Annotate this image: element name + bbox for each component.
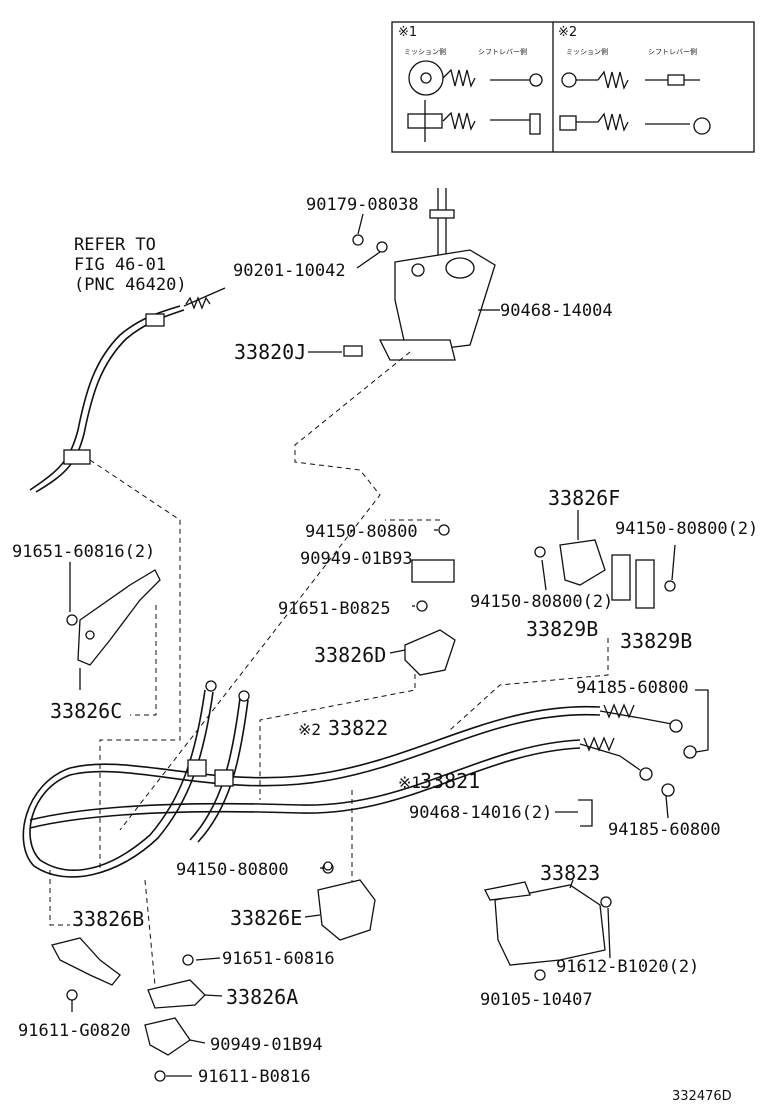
legend-box: ※1 ※2 ミッション側 シフトレバー側 ミッション側 シフトレバー側 bbox=[391, 21, 755, 153]
clip-90468-14016 bbox=[578, 799, 593, 827]
label-90468-14004: 90468-14004 bbox=[500, 301, 613, 321]
label-94150-80800-a: 94150-80800 bbox=[305, 522, 418, 542]
bracket-33823 bbox=[484, 881, 612, 981]
label-33826F: 33826F bbox=[548, 486, 620, 510]
legend-box2-col2: シフトレバー側 bbox=[648, 47, 697, 56]
label-33829B-a: 33829B bbox=[526, 617, 598, 641]
shift-lever-assembly bbox=[343, 188, 496, 361]
shift-cables bbox=[22, 680, 683, 878]
label-90179-08038: 90179-08038 bbox=[306, 195, 419, 215]
label-90468-14016-2: 90468-14016(2) bbox=[409, 803, 552, 823]
bracket-33826F bbox=[534, 539, 676, 609]
label-33826C: 33826C bbox=[50, 699, 122, 723]
legend-box1-sketches bbox=[407, 60, 543, 142]
label-33821-mark: ※1 bbox=[398, 773, 421, 792]
label-94150-80800-2-right: 94150-80800(2) bbox=[615, 519, 758, 539]
label-33822: 33822 bbox=[328, 716, 388, 740]
label-33820J: 33820J bbox=[234, 340, 306, 364]
label-91611-G0820: 91611-G0820 bbox=[18, 1021, 131, 1041]
parking-brake-cable bbox=[29, 287, 226, 493]
label-94185-60800-a: 94185-60800 bbox=[576, 678, 689, 698]
label-33821: 33821 bbox=[420, 769, 480, 793]
label-91612-B1020-2: 91612-B1020(2) bbox=[556, 957, 699, 977]
refer-note-line1: REFER TO bbox=[74, 235, 156, 255]
label-33826A: 33826A bbox=[226, 985, 298, 1009]
figure-code: 332476D bbox=[672, 1089, 732, 1104]
bracket-33826E bbox=[317, 862, 376, 941]
label-91611-B0816: 91611-B0816 bbox=[198, 1067, 311, 1087]
label-90201-10042: 90201-10042 bbox=[233, 261, 346, 281]
bracket-33826A bbox=[144, 954, 206, 1082]
bracket-33826C bbox=[66, 569, 161, 666]
legend-box1-col2: シフトレバー側 bbox=[478, 47, 527, 56]
bracket-33826D bbox=[404, 524, 456, 676]
label-94150-80800-2-mid: 94150-80800(2) bbox=[470, 592, 613, 612]
label-33829B-b: 33829B bbox=[620, 629, 692, 653]
legend-box2-sketches bbox=[559, 70, 711, 135]
legend-box2-col1: ミッション側 bbox=[566, 47, 608, 56]
nut-94185-60800 bbox=[661, 745, 697, 797]
label-33826E: 33826E bbox=[230, 906, 302, 930]
label-90949-01B93: 90949-01B93 bbox=[300, 549, 413, 569]
label-94185-60800-b: 94185-60800 bbox=[608, 820, 721, 840]
reference-lines bbox=[49, 351, 609, 986]
label-33826B: 33826B bbox=[72, 907, 144, 931]
refer-note-line3: (PNC 46420) bbox=[74, 275, 187, 295]
label-33822-mark: ※2 bbox=[298, 720, 321, 739]
label-33826D: 33826D bbox=[314, 643, 386, 667]
label-94150-80800-b: 94150-80800 bbox=[176, 860, 289, 880]
refer-note-line2: FIG 46-01 bbox=[74, 255, 166, 275]
bracket-33826B bbox=[51, 937, 121, 1001]
legend-box1-col1: ミッション側 bbox=[404, 47, 446, 56]
nut-94150-80800 bbox=[323, 861, 333, 871]
label-33823: 33823 bbox=[540, 861, 600, 885]
label-90105-10407: 90105-10407 bbox=[480, 990, 593, 1010]
label-91651-B0825: 91651-B0825 bbox=[278, 599, 391, 619]
legend-mark-1: ※1 bbox=[398, 25, 417, 40]
legend-mark-2: ※2 bbox=[558, 25, 577, 40]
label-90949-01B94: 90949-01B94 bbox=[210, 1035, 323, 1055]
label-91651-60816: 91651-60816 bbox=[222, 949, 335, 969]
label-91651-60816-2: 91651-60816(2) bbox=[12, 542, 155, 562]
